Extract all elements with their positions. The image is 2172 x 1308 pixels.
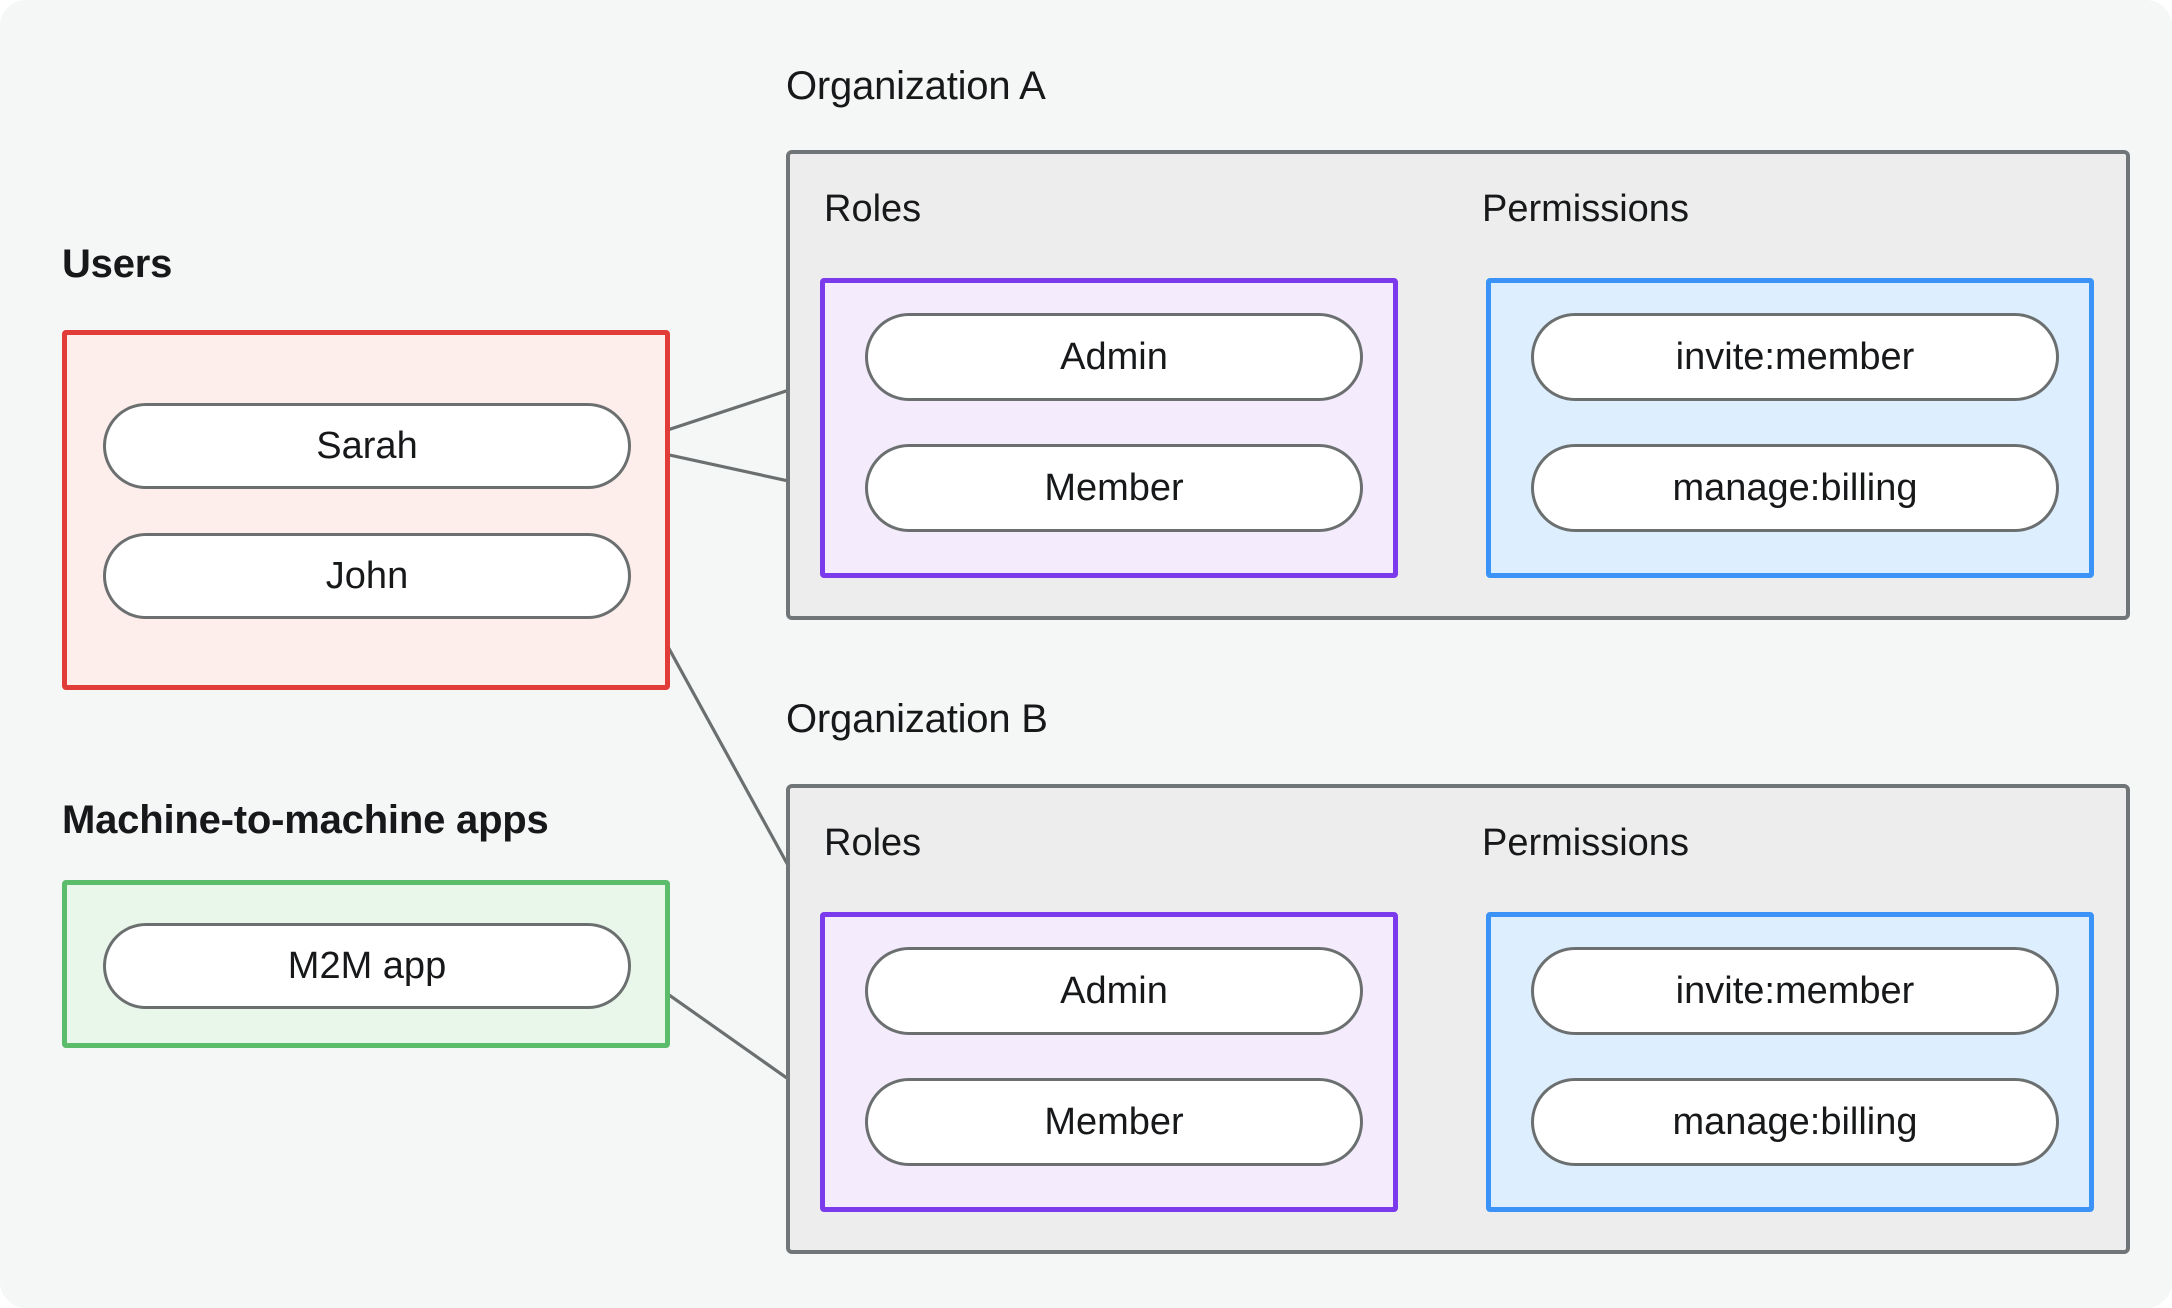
user-pill-sarah[interactable]: Sarah bbox=[103, 403, 631, 489]
org-b-roles-box: Admin Member bbox=[820, 912, 1398, 1212]
users-group-box: Sarah John bbox=[62, 330, 670, 690]
org-a-roles-header: Roles bbox=[824, 188, 922, 230]
organization-a-title: Organization A bbox=[786, 64, 1046, 108]
organization-b-title: Organization B bbox=[786, 697, 1048, 741]
org-b-permission-pill-invite-member[interactable]: invite:member bbox=[1531, 947, 2059, 1035]
m2m-pill-app[interactable]: M2M app bbox=[103, 923, 631, 1009]
org-b-permission-pill-manage-billing[interactable]: manage:billing bbox=[1531, 1078, 2059, 1166]
org-b-role-pill-admin[interactable]: Admin bbox=[865, 947, 1363, 1035]
org-a-role-pill-member[interactable]: Member bbox=[865, 444, 1363, 532]
org-b-role-pill-member[interactable]: Member bbox=[865, 1078, 1363, 1166]
org-a-permissions-header: Permissions bbox=[1482, 188, 1689, 230]
m2m-group-box: M2M app bbox=[62, 880, 670, 1048]
org-b-roles-header: Roles bbox=[824, 822, 922, 864]
user-pill-john[interactable]: John bbox=[103, 533, 631, 619]
m2m-section-title: Machine-to-machine apps bbox=[62, 798, 549, 842]
org-a-permission-pill-invite-member[interactable]: invite:member bbox=[1531, 313, 2059, 401]
org-a-permission-pill-manage-billing[interactable]: manage:billing bbox=[1531, 444, 2059, 532]
org-a-role-pill-admin[interactable]: Admin bbox=[865, 313, 1363, 401]
org-b-permissions-header: Permissions bbox=[1482, 822, 1689, 864]
org-a-permissions-box: invite:member manage:billing bbox=[1486, 278, 2094, 578]
org-a-roles-box: Admin Member bbox=[820, 278, 1398, 578]
organization-a-container: Roles Permissions Admin Member invite:me… bbox=[786, 150, 2130, 620]
org-b-permissions-box: invite:member manage:billing bbox=[1486, 912, 2094, 1212]
users-section-title: Users bbox=[62, 242, 173, 286]
organization-b-container: Roles Permissions Admin Member invite:me… bbox=[786, 784, 2130, 1254]
